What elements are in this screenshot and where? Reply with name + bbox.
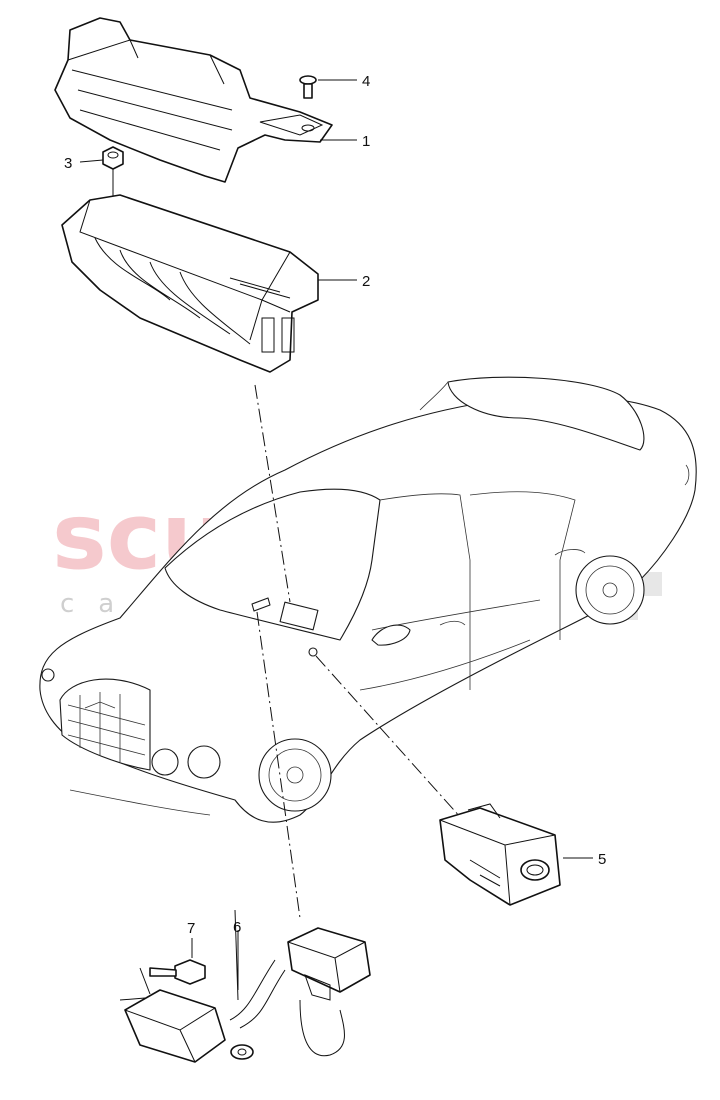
sensor-bracket-part (119, 967, 254, 1063)
callout-labels: 1 2 3 4 5 6 7 (64, 73, 606, 937)
callout-2: 2 (362, 273, 370, 290)
leader-switch-location (315, 655, 471, 829)
airbag-module-part-2 (61, 194, 357, 373)
leader-airbag-location (254, 384, 291, 603)
callout-3: 3 (64, 155, 72, 172)
leader-sensor-location (256, 611, 301, 919)
callout-5: 5 (598, 851, 606, 868)
vehicle-outline (39, 376, 697, 823)
wiring-harness-part-6 (229, 909, 371, 1057)
callout-4: 4 (362, 73, 370, 90)
nut-part-3 (79, 146, 124, 196)
airbag-bracket-part-1 (54, 17, 333, 183)
switch-part-5 (439, 803, 593, 906)
bolt-part-7 (149, 938, 206, 985)
screw-part-4 (299, 75, 357, 99)
callout-6: 6 (233, 919, 241, 936)
callout-1: 1 (362, 133, 370, 150)
callout-7: 7 (187, 920, 195, 937)
